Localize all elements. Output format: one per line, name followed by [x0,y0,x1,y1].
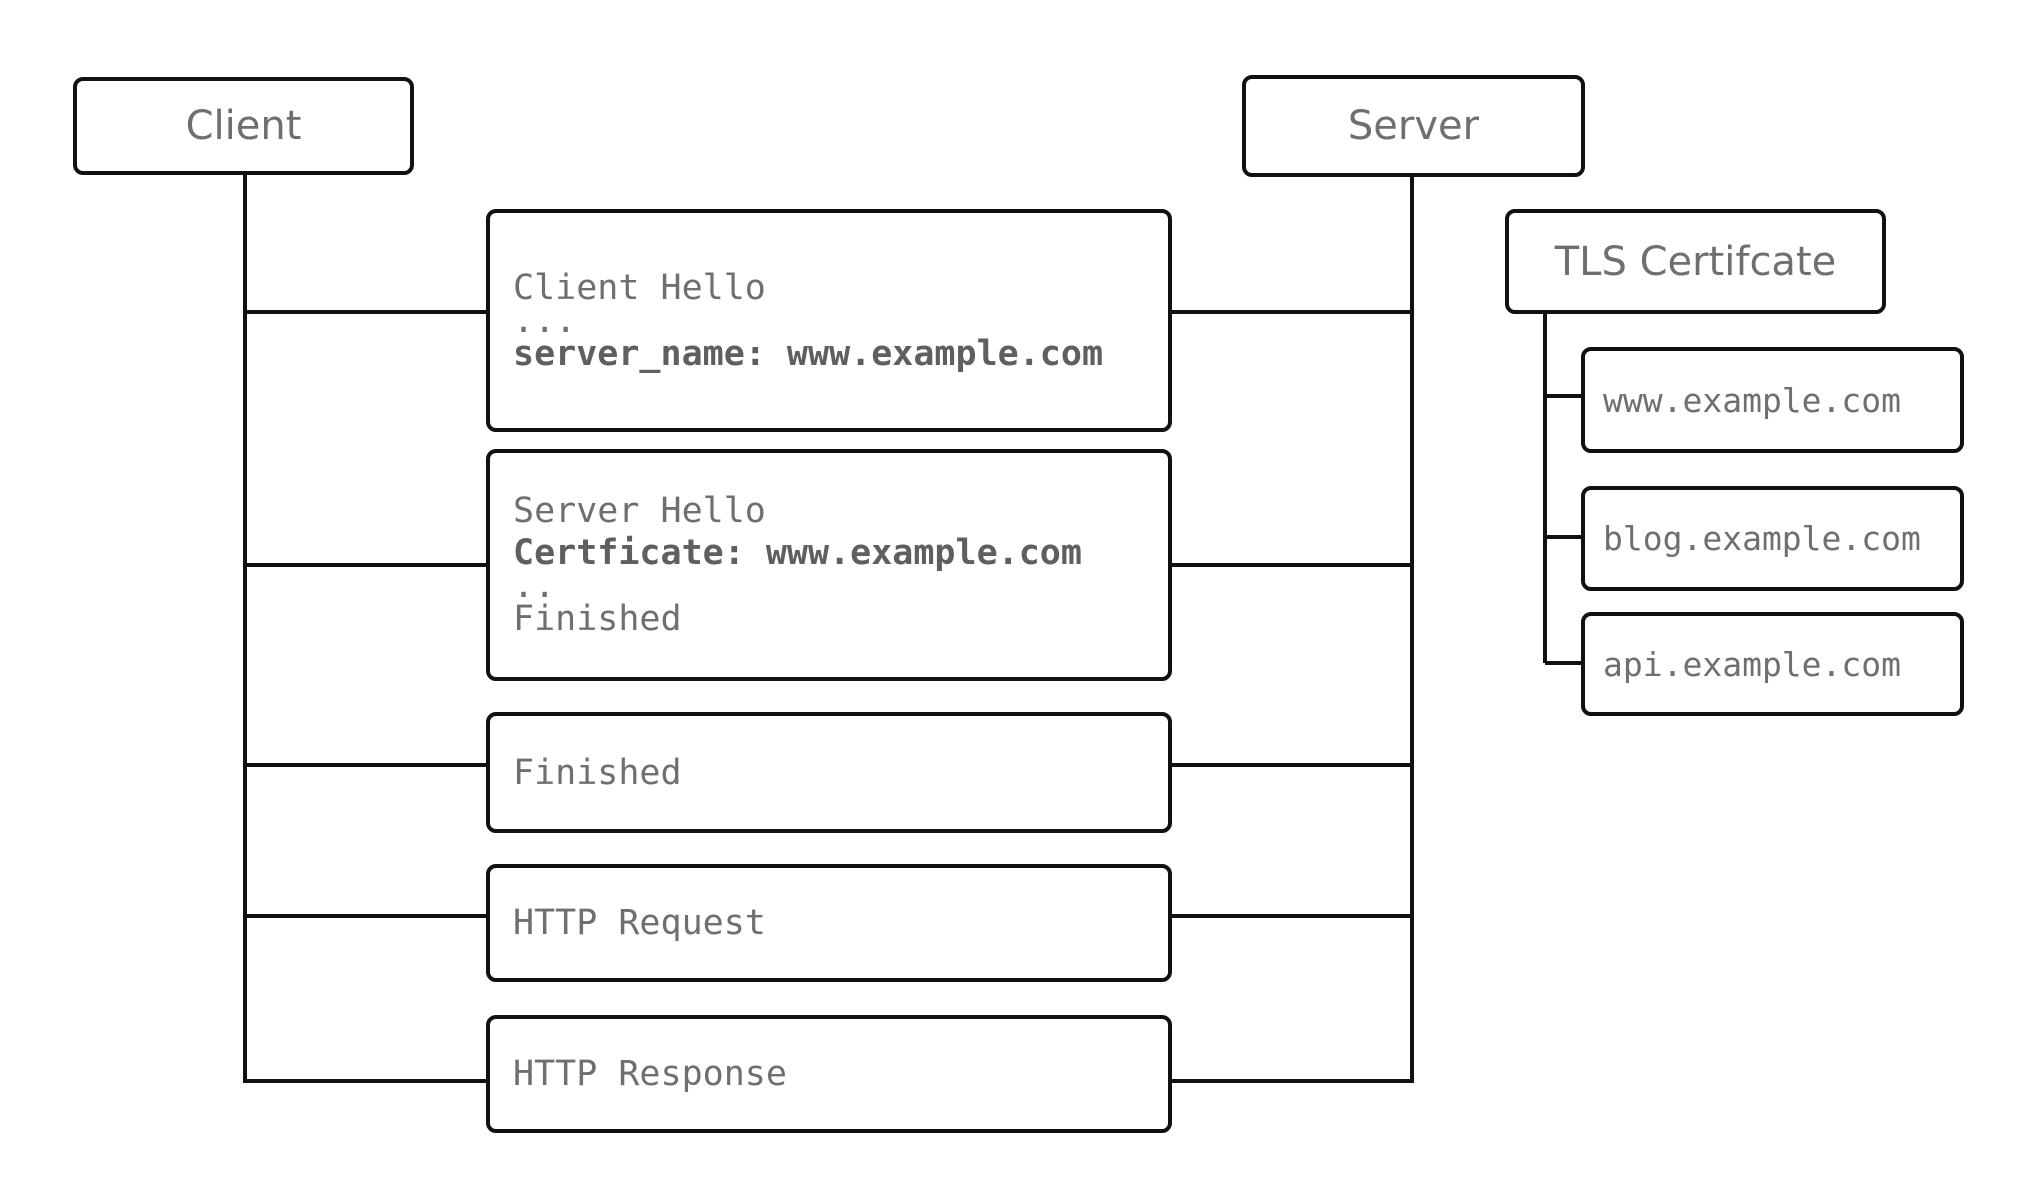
server-lifeline [1410,174,1414,1083]
server-box: Server [1242,75,1585,177]
client-hello-ellipsis: ... [513,300,577,341]
finished-message: Finished [486,712,1172,833]
server-hello-certificate: Certficate: www.example.com [513,533,1082,573]
certificate-domain-api: api.example.com [1581,612,1964,716]
connector-finished-left [245,763,490,767]
certificate-domain-www: www.example.com [1581,347,1964,453]
certificate-branch-api [1545,661,1585,665]
connector-http-request-right [1168,914,1412,918]
connector-server-hello-right [1168,563,1412,567]
certificate-branch-blog [1545,535,1585,539]
client-hello-message: Client Hello ... server_name: www.exampl… [486,209,1172,432]
certificate-domain-blog-label: blog.example.com [1603,519,1921,558]
finished-label: Finished [513,752,682,793]
server-hello-message: Server Hello Certficate: www.example.com… [486,449,1172,681]
server-hello-title: Server Hello [513,491,766,531]
certificate-branch-www [1545,394,1585,398]
http-response-label: HTTP Response [513,1054,787,1094]
certificate-domain-blog: blog.example.com [1581,486,1964,591]
server-hello-finished: Finished [513,599,682,639]
certificate-domain-api-label: api.example.com [1603,644,1902,684]
server-hello-ellipsis: .. [513,566,556,606]
client-label: Client [185,103,302,149]
connector-http-response-left [245,1079,490,1083]
certificate-tree-trunk [1543,310,1547,663]
certificate-domain-www-label: www.example.com [1603,380,1902,420]
connector-finished-right [1168,763,1412,767]
connector-server-hello-left [245,563,490,567]
server-label: Server [1347,103,1480,149]
http-request-label: HTTP Request [513,903,766,943]
client-lifeline [243,172,247,1083]
connector-http-response-right [1168,1079,1412,1083]
connector-client-hello-left [245,310,490,314]
http-request-message: HTTP Request [486,864,1172,982]
client-hello-title: Client Hello [513,267,766,308]
client-hello-sni: server_name: www.example.com [513,333,1104,374]
connector-client-hello-right [1168,310,1412,314]
client-box: Client [73,77,414,175]
tls-certificate-title: TLS Certifcate [1554,238,1837,285]
connector-http-request-left [245,914,490,918]
tls-certificate-box: TLS Certifcate [1505,209,1886,314]
http-response-message: HTTP Response [486,1015,1172,1133]
